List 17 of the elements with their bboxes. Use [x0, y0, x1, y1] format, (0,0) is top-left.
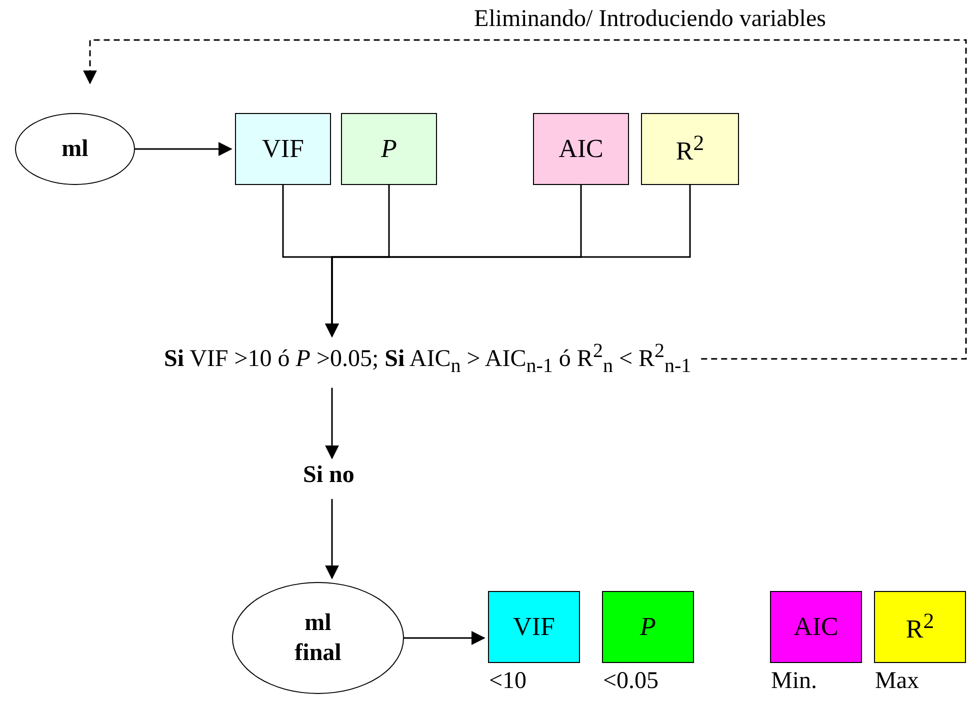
- metric-box: P: [341, 113, 437, 185]
- arrow: [135, 142, 232, 156]
- model-ellipse: ml: [15, 113, 135, 185]
- threshold-label: <10: [489, 668, 527, 695]
- dashed-arrow: [83, 39, 967, 360]
- arrow: [325, 499, 339, 580]
- metric-box: VIF: [235, 113, 331, 185]
- threshold-label: Min.: [771, 668, 818, 695]
- metric-box: R$^{2}$: [641, 113, 739, 185]
- decision-text: Si no: [303, 462, 354, 489]
- model-ellipse: ml final: [232, 582, 404, 694]
- metric-box: AIC: [533, 113, 629, 185]
- arrow: [404, 631, 486, 645]
- threshold-label: Max: [875, 668, 919, 695]
- arrow: [325, 185, 691, 338]
- threshold-label: <0.05: [603, 668, 659, 695]
- arrow: [325, 388, 339, 460]
